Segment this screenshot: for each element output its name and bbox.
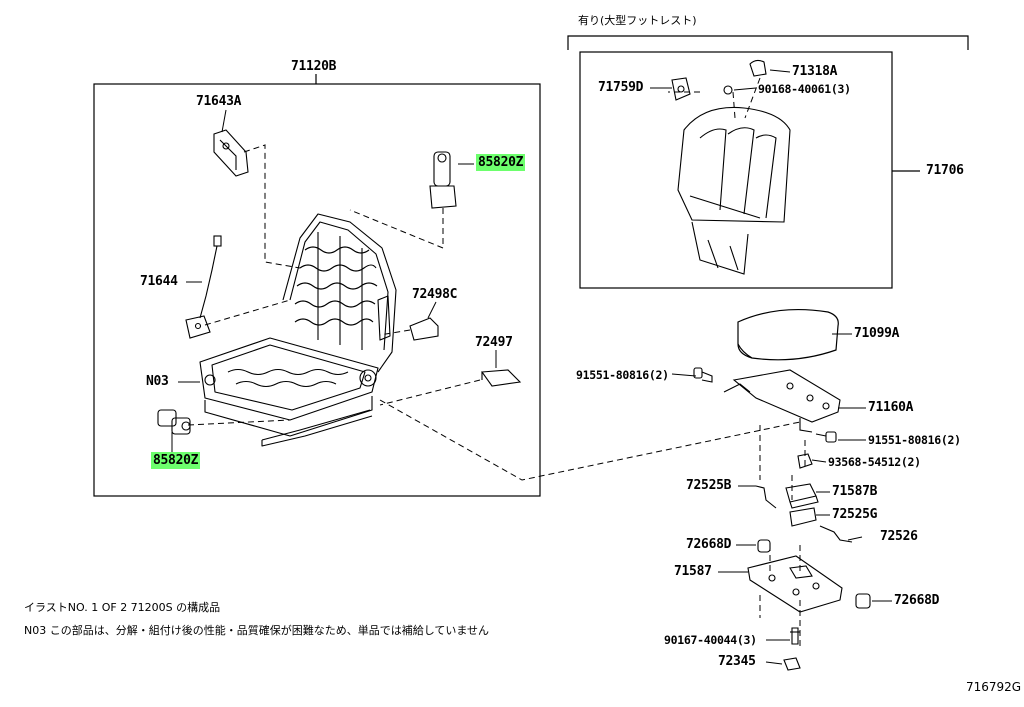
- bolt-91551-right: [815, 431, 837, 443]
- motor-85820Z-top: [429, 151, 457, 209]
- footrest-pad-71706: [677, 106, 791, 275]
- cover-72525G: [789, 507, 817, 527]
- label-72668D-right[interactable]: 72668D: [894, 593, 940, 608]
- illustration-id: 716792G: [966, 680, 1022, 694]
- bracket-72497: [480, 369, 522, 387]
- label-71120B: 71120B: [291, 59, 337, 74]
- stopper-72668D-left: [757, 539, 771, 553]
- label-90167-40044[interactable]: 90167-40044(3): [664, 633, 757, 647]
- label-71318A[interactable]: 71318A: [792, 64, 838, 79]
- label-85820Z-top[interactable]: 85820Z: [476, 154, 526, 171]
- base-plate-71587: [747, 555, 843, 613]
- bolt-91551-left: [693, 367, 713, 383]
- label-71099A[interactable]: 71099A: [854, 326, 900, 341]
- label-71160A[interactable]: 71160A: [868, 400, 914, 415]
- switch-71587B: [785, 483, 819, 509]
- label-71644[interactable]: 71644: [140, 274, 178, 289]
- label-71706[interactable]: 71706: [926, 163, 964, 178]
- label-93568-54512[interactable]: 93568-54512(2): [828, 455, 921, 469]
- label-91551-80816-right[interactable]: 91551-80816(2): [868, 433, 961, 447]
- clip-71759D: [671, 77, 691, 101]
- motor-85820Z-bottom: [157, 409, 191, 435]
- footrest-frame: [579, 51, 893, 289]
- bolt-93568: [797, 453, 813, 469]
- pad-71099A: [737, 308, 839, 361]
- plate-71160A: [723, 369, 841, 433]
- label-72345[interactable]: 72345: [718, 654, 756, 669]
- screw-90167: [790, 627, 800, 645]
- label-72668D-left[interactable]: 72668D: [686, 537, 732, 552]
- label-71643A[interactable]: 71643A: [196, 94, 242, 109]
- optional-group-bracket: [567, 35, 969, 50]
- main-assembly-frame: [93, 83, 541, 497]
- label-71587B[interactable]: 71587B: [832, 484, 878, 499]
- label-72497[interactable]: 72497: [475, 335, 513, 350]
- label-71759D[interactable]: 71759D: [598, 80, 644, 95]
- harness-71644: [185, 235, 222, 339]
- bracket-72498C: [409, 317, 439, 341]
- stopper-72668D-right: [855, 593, 871, 609]
- seat-frame-illustration: [199, 213, 397, 447]
- label-N03[interactable]: N03: [146, 374, 169, 389]
- clip-71318A: [749, 59, 767, 77]
- label-91551-80816-left[interactable]: 91551-80816(2): [576, 368, 669, 382]
- screw-90168: [723, 85, 733, 95]
- label-71587[interactable]: 71587: [674, 564, 712, 579]
- note-illustration-number: イラストNO. 1 OF 2 71200S の構成品: [24, 601, 221, 614]
- label-72525B[interactable]: 72525B: [686, 478, 732, 493]
- label-72525G[interactable]: 72525G: [832, 507, 878, 522]
- rod-72525B: [755, 485, 777, 509]
- label-72498C[interactable]: 72498C: [412, 287, 458, 302]
- label-85820Z-top-text: 85820Z: [476, 154, 526, 171]
- label-85820Z-bottom[interactable]: 85820Z: [151, 452, 201, 469]
- note-n03-not-supplied: N03 この部品は、分解・組付け後の性能・品質確保が困難なため、単品では補給して…: [24, 624, 490, 637]
- motor-bracket-71643A: [213, 129, 249, 177]
- optional-header: 有り(大型フットレスト): [578, 14, 697, 27]
- nut-72345: [783, 657, 801, 671]
- label-90168-40061[interactable]: 90168-40061(3): [758, 82, 851, 96]
- rod-72526: [819, 525, 853, 543]
- label-85820Z-bottom-text: 85820Z: [151, 452, 201, 469]
- label-72526[interactable]: 72526: [880, 529, 918, 544]
